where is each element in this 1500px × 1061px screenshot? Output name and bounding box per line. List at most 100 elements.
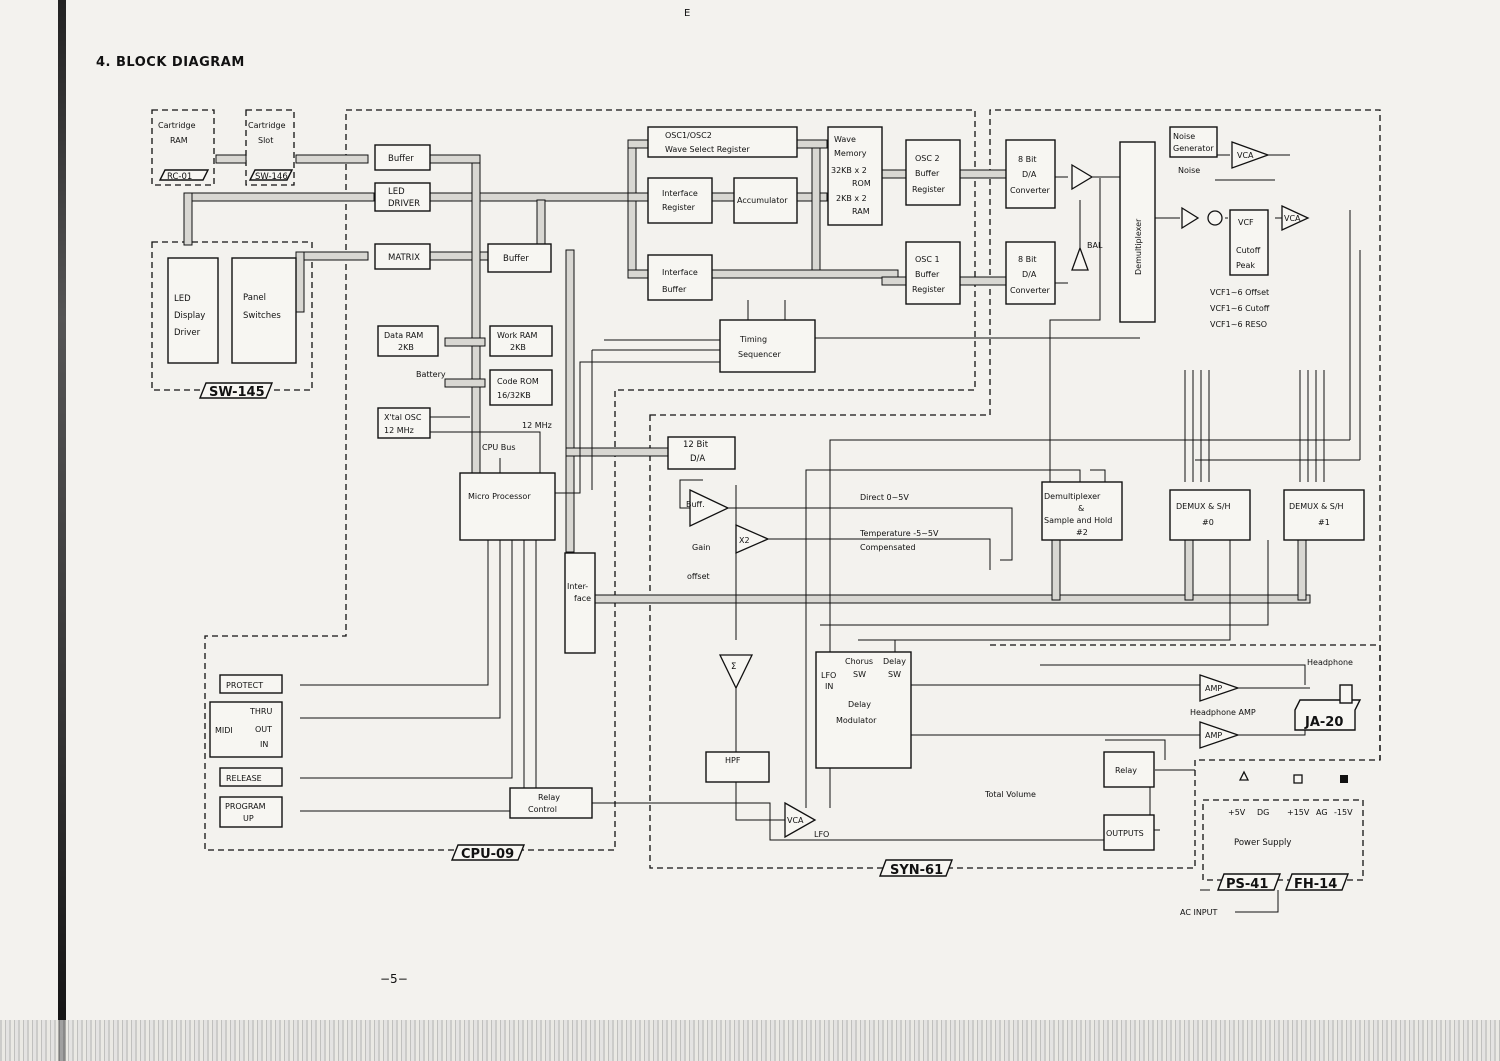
xtal-box: [377, 407, 431, 439]
midi-box: [209, 701, 283, 758]
cartridge-ram-l1: Cartridge: [158, 121, 196, 130]
demux-sh0-l2: #0: [1202, 518, 1214, 527]
rail-m15v: -15V: [1334, 808, 1353, 817]
dac12-box: [667, 436, 736, 470]
summing-node: [1207, 210, 1223, 226]
relay-control-box: [509, 787, 593, 819]
fh14-label: FH-14: [1294, 877, 1337, 892]
led-display-l3: Driver: [174, 328, 201, 338]
protect-label: PROTECT: [226, 681, 263, 690]
offset-label: offset: [687, 572, 710, 581]
relay-control-l2: Control: [528, 805, 557, 814]
noise-gen-l2: Generator: [1173, 144, 1214, 153]
headphone-amp-label: Headphone AMP: [1190, 708, 1256, 717]
demux-sh2-box: [1041, 481, 1123, 541]
peak-label: Peak: [1236, 261, 1255, 270]
cartridge-slot-l2: Slot: [258, 136, 273, 145]
noise-generator-box: [1169, 126, 1218, 158]
power-supply-label: Power Supply: [1234, 838, 1291, 848]
cpu-bus-label: CPU Bus: [482, 443, 516, 452]
interface-register-l2: Register: [662, 203, 696, 212]
program-up-box: [219, 796, 283, 828]
timing-sequencer-box: [719, 319, 816, 373]
cpu09-label: CPU-09: [461, 847, 514, 862]
dm-lfo: LFO: [821, 671, 836, 680]
page-title: 4. BLOCK DIAGRAM: [96, 55, 245, 70]
demux-sh2-l4: #2: [1076, 528, 1088, 537]
rc01-label: RC-01: [167, 172, 192, 182]
rail-dg: DG: [1257, 808, 1269, 817]
wave-memory-l2: Memory: [834, 149, 867, 158]
gain-label: Gain: [692, 543, 710, 552]
led-display-driver-box: [167, 257, 219, 364]
page-binding-edge: [58, 0, 66, 1061]
vcf-box: [1229, 209, 1269, 276]
interface-buffer-l2: Buffer: [662, 285, 687, 294]
sw146-label: SW-146: [255, 172, 288, 182]
demux-sh1-l2: #1: [1318, 518, 1330, 527]
noise-gen-l1: Noise: [1173, 132, 1195, 141]
interface-l2: face: [574, 594, 591, 603]
dac8-top-l1: 8 Bit: [1018, 155, 1036, 164]
ja20-box: [1294, 699, 1362, 731]
osc2-box: [905, 139, 961, 206]
vcf-label: VCF: [1238, 218, 1254, 227]
timing-l1: Timing: [739, 335, 767, 344]
ps41-label: PS-41: [1226, 877, 1268, 892]
solid-blocks: [167, 126, 1365, 851]
rc01-outline: [151, 109, 215, 186]
work-ram-l2: 2KB: [510, 343, 526, 352]
sw146-outline: [245, 109, 295, 186]
wires: [300, 154, 1361, 913]
temperature-l1: Temperature -5~5V: [859, 529, 939, 538]
headphone-label: Headphone: [1307, 658, 1353, 667]
noise-pot-label: Noise: [1178, 166, 1200, 175]
data-ram-box: [377, 325, 439, 357]
relay-label: Relay: [1115, 766, 1137, 775]
main-vca: [1281, 204, 1310, 232]
sw145-label: SW-145: [209, 385, 265, 400]
code-rom-l1: Code ROM: [497, 377, 539, 386]
temperature-l2: Compensated: [860, 543, 916, 552]
panel-switches-l2: Switches: [243, 311, 281, 321]
led-driver-l2: DRIVER: [388, 199, 420, 209]
vcf-trim-reso: VCF1~6 RESO: [1210, 320, 1267, 329]
buff-label: Buff.: [686, 500, 705, 509]
led-driver-l1: LED: [388, 187, 405, 197]
wave-memory-l3: 32KB x 2: [831, 166, 867, 175]
lfo-pot-label: LFO: [814, 830, 829, 839]
rail-5v: +5V: [1228, 808, 1246, 817]
buffer2-box: [487, 243, 552, 273]
board-labels: RC-01 SW-146 SW-145 CPU-09 SYN-61 PS-41 …: [158, 169, 1350, 892]
page-number: −5−: [380, 972, 408, 986]
interface-buffer-l1: Interface: [662, 268, 698, 277]
balance-amp: [1071, 163, 1094, 191]
demux-sh2-l3: Sample and Hold: [1044, 516, 1112, 525]
midi-out: OUT: [255, 725, 272, 734]
demultiplexer-label: Demultiplexer: [1134, 218, 1143, 275]
syn61-label: SYN-61: [890, 863, 943, 878]
amp-bottom-label: AMP: [1205, 731, 1222, 740]
interface-register-l1: Interface: [662, 189, 698, 198]
amp-top-label: AMP: [1205, 684, 1222, 693]
rail-ag: AG: [1316, 808, 1328, 817]
delay-modulator-box: [815, 651, 912, 769]
accumulator-box: [733, 177, 798, 224]
vca-lfo-label: VCA: [787, 816, 804, 825]
hpf-box: [705, 751, 770, 783]
demux-sh0-l1: DEMUX & S/H: [1176, 502, 1231, 511]
dm-in: IN: [825, 682, 833, 691]
midi-label: MIDI: [215, 726, 233, 735]
micro-processor-box: [459, 472, 556, 541]
dac8-bottom-l1: 8 Bit: [1018, 255, 1036, 264]
vcf-trim-cutoff: VCF1~6 Cutoff: [1210, 304, 1270, 313]
buffer2-label: Buffer: [503, 254, 529, 264]
dm-delay2: Delay: [848, 700, 871, 709]
top-mark: E: [684, 8, 691, 19]
wave-memory-box: [827, 126, 883, 226]
demux-sh2-l2: &: [1078, 504, 1084, 513]
hpf-label: HPF: [725, 756, 741, 765]
cartridge-ram-l2: RAM: [170, 136, 188, 145]
dac8-bottom-l3: Converter: [1010, 286, 1051, 295]
power-outline: [1202, 799, 1364, 881]
